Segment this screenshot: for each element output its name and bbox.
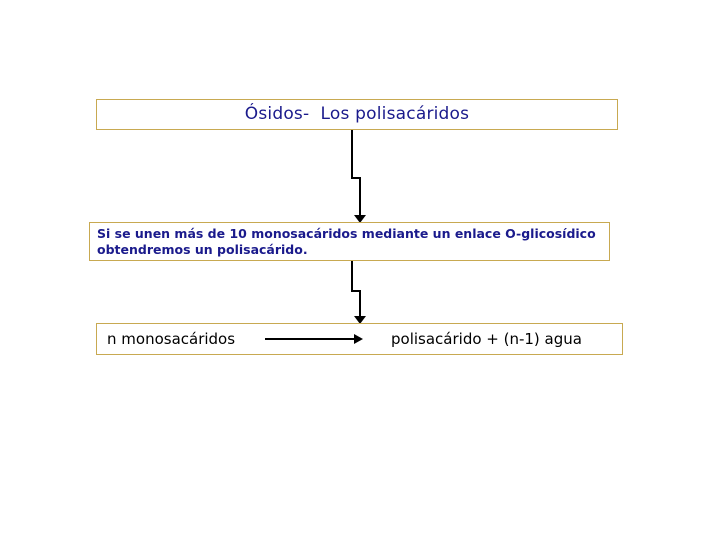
equation-reactants: n monosacáridos <box>107 329 236 348</box>
statement-box: Si se unen más de 10 monosacáridos media… <box>89 222 610 261</box>
title-box: Ósidos- Los polisacáridos <box>96 99 618 130</box>
equation-box: n monosacáridos polisacárido + (n-1) agu… <box>96 323 623 355</box>
statement-line-2: obtendremos un polisacárido. <box>97 241 308 257</box>
statement-line-1: Si se unen más de 10 monosacáridos media… <box>97 225 596 241</box>
page-title: Ósidos- Los polisacáridos <box>244 104 470 124</box>
equation-products: polisacárido + (n-1) agua <box>391 329 582 348</box>
right-arrow-icon <box>265 333 363 345</box>
